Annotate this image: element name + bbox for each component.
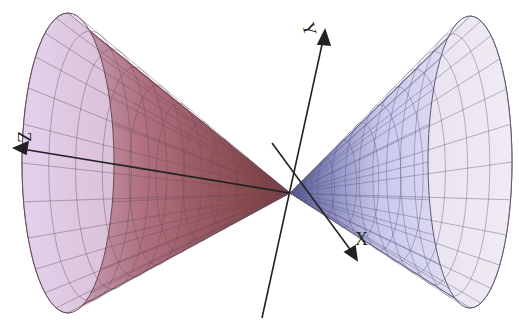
- axis-label: Y: [299, 20, 320, 37]
- grid-ring: [373, 87, 423, 262]
- grid-ring: [49, 31, 132, 301]
- cone-rim: [22, 13, 114, 313]
- grid-ring: [331, 140, 356, 228]
- grid-ring: [76, 49, 150, 289]
- grid-ring: [102, 67, 166, 277]
- grid-ring: [387, 69, 446, 273]
- z-axis: [22, 149, 290, 193]
- axis-label: Z: [15, 132, 33, 143]
- grid-ring: [414, 34, 490, 297]
- cone-surface: [22, 13, 290, 313]
- arrow-head: [345, 246, 357, 260]
- right-cone: [290, 16, 512, 308]
- left-cone: [22, 13, 290, 313]
- cone-surface: [290, 16, 512, 308]
- arrow-head: [14, 142, 28, 154]
- axis-label: X: [355, 230, 368, 248]
- grid-ring: [359, 105, 401, 251]
- x-axis: [272, 143, 352, 252]
- grid-ring: [304, 175, 312, 204]
- y-axis: [262, 40, 323, 318]
- axes: [14, 30, 357, 318]
- grid-ring: [400, 51, 467, 285]
